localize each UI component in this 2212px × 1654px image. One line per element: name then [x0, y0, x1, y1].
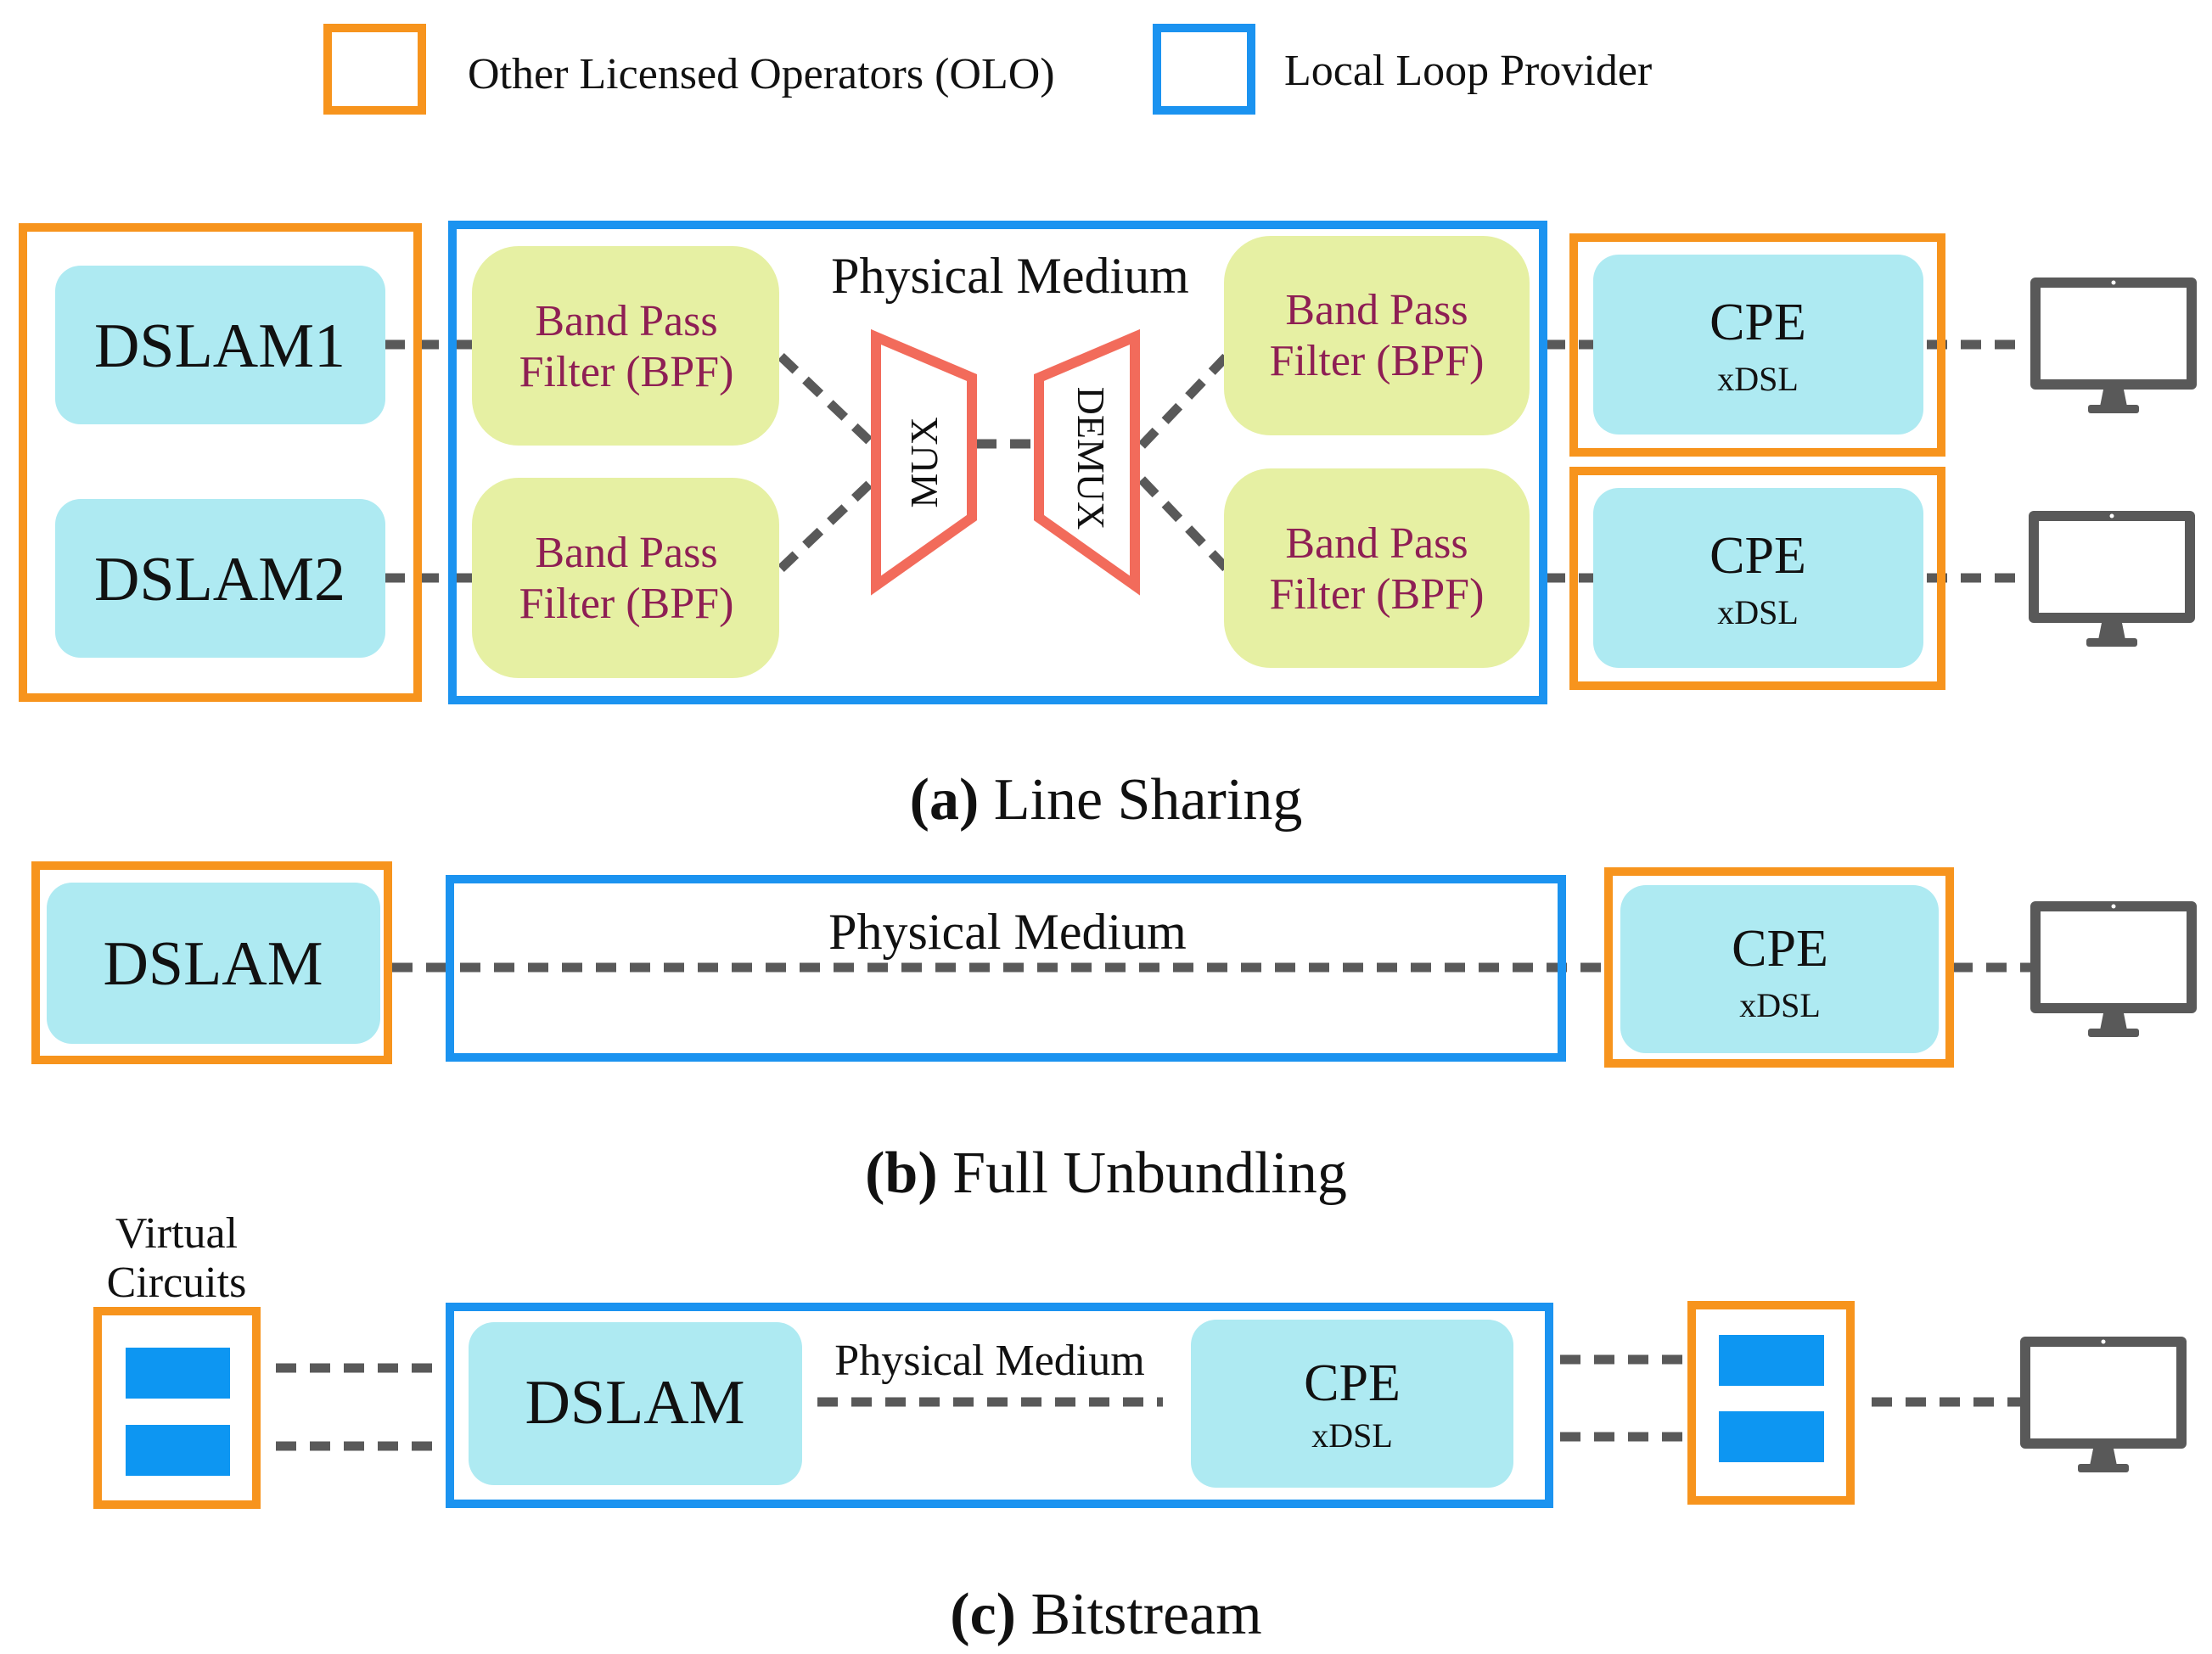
- svg-text:Band Pass: Band Pass: [535, 297, 717, 345]
- dslam-b-label: DSLAM: [103, 929, 323, 999]
- dslam1-label: DSLAM1: [94, 311, 345, 381]
- panel-full-unbundling: DSLAM Physical Medium CPE xDSL (b) Full …: [31, 861, 2197, 1206]
- monitor-icon: [2029, 511, 2195, 647]
- cpe-c-label: CPE: [1304, 1354, 1401, 1412]
- cpe-c-box: [1191, 1320, 1513, 1488]
- svg-text:Filter (BPF): Filter (BPF): [1270, 570, 1485, 619]
- llp-box-physical-medium: [448, 221, 1547, 704]
- legend-llp-label: Local Loop Provider: [1284, 47, 1652, 95]
- svg-text:Band Pass: Band Pass: [535, 529, 717, 577]
- cpe-bottom-box: [1593, 488, 1923, 668]
- olo-box-cpe-bottom: [1569, 467, 1945, 690]
- panel-bitstream: Virtual Circuits DSLAM Physical Medium C…: [93, 1209, 2187, 1647]
- olo-box-dslams: [19, 223, 422, 702]
- llp-box-c: [446, 1303, 1553, 1508]
- olo-box-cpe-top: [1569, 233, 1945, 457]
- cpe-b-xdsl: xDSL: [1739, 986, 1821, 1024]
- panel-line-sharing: DSLAM1 DSLAM2 Physical Medium Band Pass …: [19, 221, 2197, 833]
- cpe-bottom-label: CPE: [1710, 527, 1806, 585]
- virtual-circuits-line2: Circuits: [107, 1259, 247, 1307]
- llp-box-b: [446, 875, 1566, 1062]
- legend-olo-swatch: [323, 24, 426, 115]
- bpf-top-left: Band Pass Filter (BPF): [472, 246, 779, 446]
- svg-text:Filter (BPF): Filter (BPF): [1270, 337, 1485, 385]
- svg-text:Band Pass: Band Pass: [1285, 286, 1468, 334]
- dslam-c-box: [469, 1322, 802, 1485]
- cpe-b-label: CPE: [1732, 920, 1828, 978]
- olo-box-cpe-b: [1604, 867, 1954, 1068]
- links-c: [276, 1354, 2020, 1451]
- caption-c: (c) Bitstream: [950, 1582, 1261, 1647]
- mux-label: MUX: [902, 417, 946, 507]
- dslam2-box: [55, 499, 385, 658]
- physical-medium-b-label: Physical Medium: [828, 904, 1187, 960]
- vc-left-top: [126, 1348, 230, 1399]
- demux-label: DEMUX: [1070, 387, 1113, 530]
- caption-a: (a) Line Sharing: [910, 767, 1303, 833]
- dslam1-box: [55, 266, 385, 424]
- vc-right-top: [1719, 1335, 1824, 1386]
- bpf-bottom-left: Band Pass Filter (BPF): [472, 478, 779, 678]
- bpf-bottom-right: Band Pass Filter (BPF): [1224, 468, 1530, 668]
- bpf-top-right: Band Pass Filter (BPF): [1224, 236, 1530, 435]
- cpe-bottom-xdsl: xDSL: [1717, 593, 1799, 631]
- mux-block: [871, 328, 977, 596]
- monitor-icon: [2030, 901, 2197, 1037]
- cpe-top-label: CPE: [1710, 294, 1806, 351]
- dslam-c-label: DSLAM: [525, 1368, 744, 1438]
- virtual-circuits-line1: Virtual: [115, 1209, 238, 1258]
- dslam-b-box: [47, 883, 380, 1044]
- cpe-c-xdsl: xDSL: [1311, 1416, 1393, 1455]
- cpe-top-xdsl: xDSL: [1717, 360, 1799, 398]
- physical-medium-c-label: Physical Medium: [834, 1337, 1144, 1385]
- svg-text:Filter (BPF): Filter (BPF): [519, 348, 734, 396]
- monitor-icon: [2020, 1337, 2187, 1472]
- legend: Other Licensed Operators (OLO) Local Loo…: [323, 24, 1652, 115]
- legend-llp-swatch: [1153, 24, 1255, 115]
- cpe-b-box: [1620, 885, 1939, 1053]
- olo-box-vc-right: [1687, 1301, 1855, 1505]
- legend-olo-label: Other Licensed Operators (OLO): [468, 50, 1055, 98]
- dslam2-label: DSLAM2: [94, 545, 345, 614]
- olo-box-dslam-b: [31, 861, 392, 1064]
- caption-b: (b) Full Unbundling: [865, 1141, 1347, 1206]
- cpe-top-box: [1593, 255, 1923, 435]
- olo-box-vc-left: [93, 1307, 261, 1509]
- vc-right-bottom: [1719, 1411, 1824, 1462]
- svg-text:Filter (BPF): Filter (BPF): [519, 580, 734, 628]
- monitor-icon: [2030, 278, 2197, 413]
- vc-left-bottom: [126, 1425, 230, 1476]
- demux-block: [1034, 328, 1140, 596]
- physical-medium-label: Physical Medium: [831, 248, 1189, 304]
- svg-text:Band Pass: Band Pass: [1285, 519, 1468, 568]
